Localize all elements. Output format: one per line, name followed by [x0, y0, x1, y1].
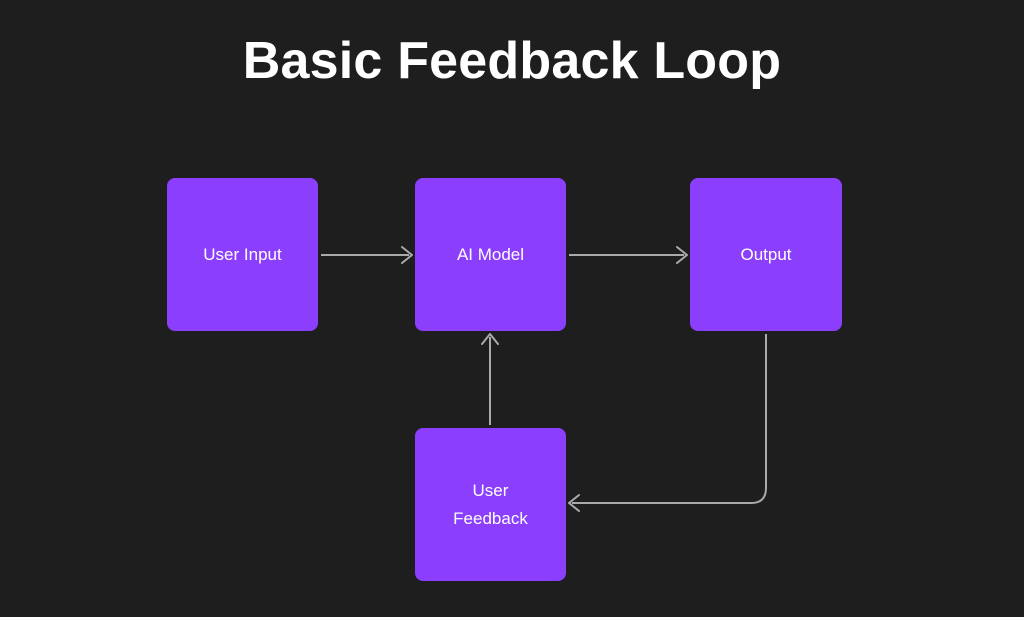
- edge-output-to-user-feedback: [568, 334, 767, 512]
- node-user-feedback[interactable]: User Feedback: [415, 428, 566, 581]
- arrowhead-up-icon: [481, 333, 499, 345]
- edge-line: [572, 334, 767, 504]
- node-output[interactable]: Output: [690, 178, 842, 331]
- edge-user-feedback-to-ai-model: [481, 333, 499, 425]
- node-ai-model[interactable]: AI Model: [415, 178, 566, 331]
- page-title: Basic Feedback Loop: [242, 32, 782, 90]
- node-label: User Input: [203, 244, 282, 264]
- node-label: User Feedback: [453, 480, 528, 528]
- arrowhead-right-icon: [676, 246, 688, 264]
- edge-ai-model-to-output: [569, 246, 688, 264]
- node-label: Output: [740, 244, 792, 264]
- node-user-input[interactable]: User Input: [167, 178, 318, 331]
- edge-user-input-to-ai-model: [321, 246, 413, 264]
- arrowhead-left-icon: [568, 494, 580, 512]
- node-label: AI Model: [456, 244, 525, 264]
- arrowhead-right-icon: [401, 246, 413, 264]
